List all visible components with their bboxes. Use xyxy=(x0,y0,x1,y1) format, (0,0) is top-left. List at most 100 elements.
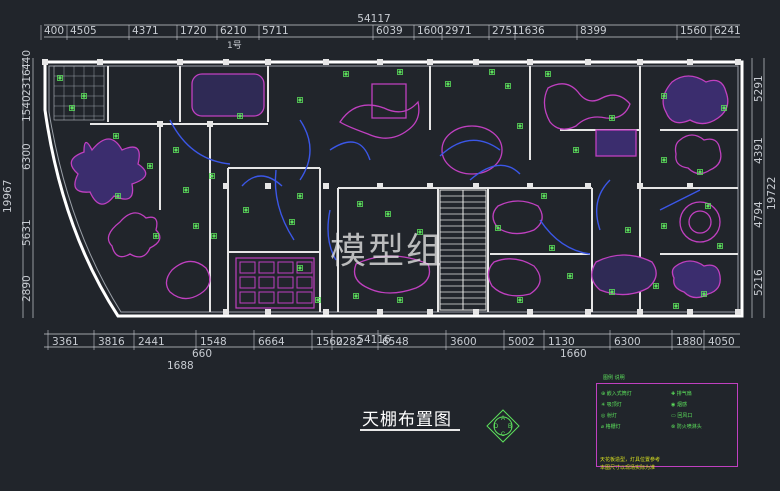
lattice-cell xyxy=(258,291,275,304)
top-dim-8: 2971 xyxy=(445,25,472,37)
legend-label: 射灯 xyxy=(606,413,617,419)
column xyxy=(585,183,591,189)
light-fixture-dot xyxy=(116,194,120,198)
column xyxy=(427,183,433,189)
left-dim-2: 1540 xyxy=(21,95,33,122)
legend-item: ◎ 射灯 xyxy=(601,412,617,421)
light-fixture xyxy=(661,157,667,163)
light-fixture xyxy=(147,163,153,169)
left-dim-3: 6300 xyxy=(21,143,33,170)
light-fixture-dot xyxy=(398,298,402,302)
light-fixture-dot xyxy=(542,194,546,198)
top-dim-0: 400 xyxy=(44,25,64,37)
outer-wall-inner xyxy=(48,65,739,313)
light-fixture xyxy=(289,219,295,225)
lattice-cells xyxy=(239,261,313,304)
light-fixture-dot xyxy=(654,284,658,288)
top-dim-5: 5711 xyxy=(262,25,289,37)
light-fixture-dot xyxy=(518,124,522,128)
compass-label-d: D xyxy=(494,424,499,430)
light-fixture xyxy=(115,193,121,199)
legend-item: ⊕ 嵌入式筒灯 xyxy=(601,390,632,399)
column xyxy=(177,59,183,65)
column xyxy=(637,309,643,315)
bottom-dim-0: 3361 xyxy=(52,336,79,348)
light-fixture-dot xyxy=(662,94,666,98)
light-fixture-dot xyxy=(698,170,702,174)
light-fixture xyxy=(353,293,359,299)
top-total-dimension: 54117 xyxy=(357,13,390,25)
light-fixture-dot xyxy=(550,246,554,250)
legend-item: ▭ 回风口 xyxy=(671,412,692,421)
light-fixture-dot xyxy=(298,98,302,102)
light-fixture-dot xyxy=(418,230,422,234)
light-fixture xyxy=(69,105,75,111)
lattice-cell xyxy=(296,276,313,289)
light-fixture xyxy=(653,283,659,289)
bottom-dim-9: 5002 xyxy=(508,336,535,348)
column xyxy=(427,59,433,65)
ceiling-shapes xyxy=(70,73,729,300)
light-fixture-dot xyxy=(718,244,722,248)
column xyxy=(427,309,433,315)
light-fixture xyxy=(211,233,217,239)
right-dim-2: 4794 xyxy=(753,201,765,228)
light-fixture-dot xyxy=(506,84,510,88)
bottom-dim-11: 6300 xyxy=(614,336,641,348)
outer-wall xyxy=(43,60,744,318)
light-fixture xyxy=(173,147,179,153)
light-fixture-dot xyxy=(154,234,158,238)
legend-item: ⌀ 格栅灯 xyxy=(601,423,621,432)
light-fixture xyxy=(549,245,555,251)
light-fixture-dot xyxy=(706,204,710,208)
top-dim-6: 6039 xyxy=(376,25,403,37)
light-fixture-dot xyxy=(496,226,500,230)
light-fixture-dot xyxy=(244,208,248,212)
column xyxy=(377,59,383,65)
top-dim-1: 4505 xyxy=(70,25,97,37)
legend-symbol: ⊕ xyxy=(601,391,607,397)
column xyxy=(323,183,329,189)
light-fixture xyxy=(545,71,551,77)
light-fixture-dot xyxy=(398,70,402,74)
light-fixture xyxy=(609,115,615,121)
light-fixture xyxy=(489,69,495,75)
top-dim-3: 1720 xyxy=(180,25,207,37)
legend-label: 嵌入式筒灯 xyxy=(606,391,632,397)
column xyxy=(473,183,479,189)
bottom-dim-1: 3816 xyxy=(98,336,125,348)
light-fixture-dot xyxy=(114,134,118,138)
light-fixture xyxy=(315,297,321,303)
light-fixtures xyxy=(57,69,727,309)
top-dimension-line xyxy=(44,24,740,38)
light-fixture xyxy=(717,243,723,249)
top-dim-10: 1636 xyxy=(518,25,545,37)
bottom-dim-13: 4050 xyxy=(708,336,735,348)
light-fixture xyxy=(505,83,511,89)
light-fixture xyxy=(297,193,303,199)
light-fixture-dot xyxy=(574,148,578,152)
bottom-dim-8: 3600 xyxy=(450,336,477,348)
bottom-dimension-line xyxy=(44,333,740,348)
light-fixture xyxy=(243,207,249,213)
bottom-dim-7: 6548 xyxy=(382,336,409,348)
left-total-dimension: 19967 xyxy=(2,180,14,213)
bottom-dim-12: 1880 xyxy=(676,336,703,348)
window-grid-room xyxy=(53,65,105,121)
right-total-dimension: 19722 xyxy=(766,177,778,210)
legend-symbol: ▭ xyxy=(671,413,678,419)
light-fixture xyxy=(567,273,573,279)
grid-marker-label: 1号 xyxy=(227,40,242,51)
legend-item: ✳ 吸顶灯 xyxy=(601,401,622,410)
column xyxy=(265,309,271,315)
left-dim-4: 5631 xyxy=(21,219,33,246)
structural-columns xyxy=(42,59,741,315)
lattice-cell xyxy=(296,261,313,274)
lattice-ceiling xyxy=(235,257,315,309)
column xyxy=(207,121,213,127)
light-fixture-dot xyxy=(722,106,726,110)
light-fixture xyxy=(721,105,727,111)
light-fixture xyxy=(517,123,523,129)
light-fixture-dot xyxy=(238,114,242,118)
light-fixture-dot xyxy=(610,116,614,120)
